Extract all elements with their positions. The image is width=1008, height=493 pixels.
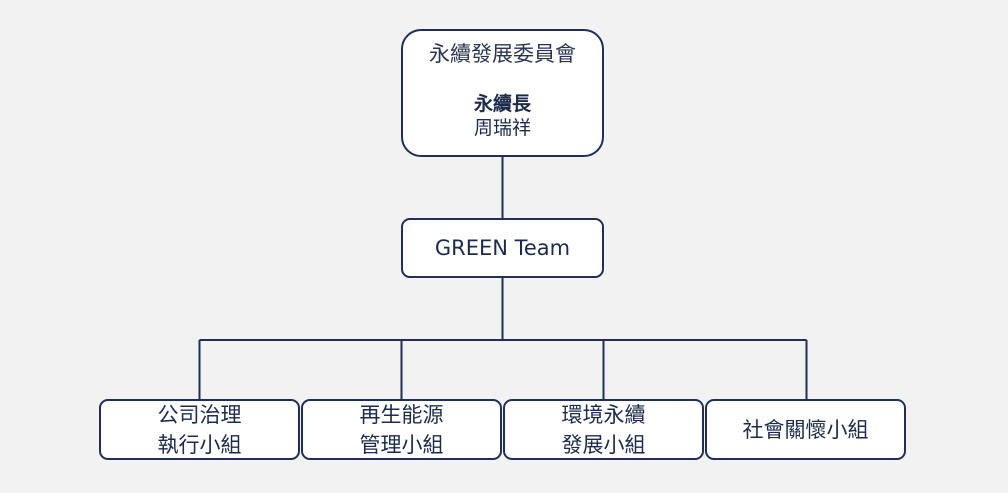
group-label-line-1: 再生能源 — [359, 402, 444, 427]
committee-title: 永續發展委員會 — [429, 42, 576, 66]
green-team-label: GREEN Team — [434, 236, 571, 260]
group-label-line-2: 執行小組 — [157, 432, 242, 457]
committee-box: 永續發展委員會 永續長 周瑞祥 — [401, 29, 604, 157]
group-box-social-care: 社會關懷小組 — [705, 399, 906, 460]
group-box-environmental-sustainability: 環境永續 發展小組 — [503, 399, 704, 460]
group-box-renewable-energy: 再生能源 管理小組 — [301, 399, 502, 460]
group-label-line-1: 環境永續 — [561, 402, 646, 427]
chief-sustainability-officer-name: 周瑞祥 — [473, 117, 531, 139]
group-label-line-1: 公司治理 — [157, 402, 242, 427]
group-label-line-1: 社會關懷小組 — [742, 417, 869, 442]
chief-sustainability-officer-title: 永續長 — [473, 93, 531, 115]
group-label-line-2: 管理小組 — [359, 432, 444, 457]
green-team-box: GREEN Team — [401, 218, 604, 278]
group-label-line-2: 發展小組 — [561, 432, 646, 457]
group-box-corporate-governance: 公司治理 執行小組 — [99, 399, 300, 460]
